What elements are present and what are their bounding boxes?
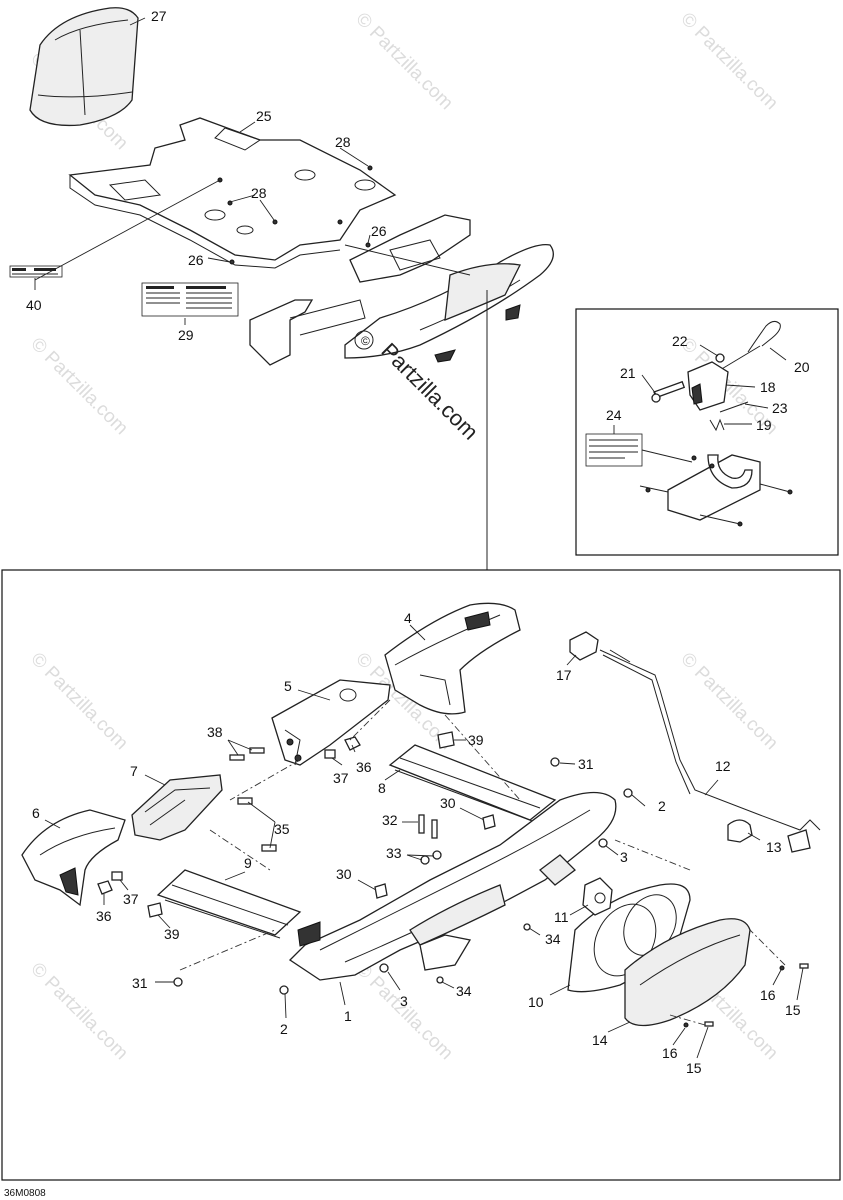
callouts-main: 4 17 5 38 39 7 37 36 31 8 12 2 6 35 32 3… [32,610,801,1076]
callout-2: 2 [658,798,666,814]
callout-31: 31 [132,975,148,991]
watermark: © Partzilla.com [676,9,781,114]
part-17-plug [569,631,599,661]
part-27-storage-bag [29,7,139,127]
callout-13: 13 [766,839,782,855]
watermark: © Partzilla.com [351,959,456,1064]
callouts-inset: 22 20 21 18 23 19 24 [606,333,810,433]
screw-group-top [217,165,373,265]
assembly-lines [179,699,786,1026]
callout-28: 28 [251,185,267,201]
leader-lines-inset [613,344,787,463]
callout-23: 23 [772,400,788,416]
callout-11: 11 [554,909,569,925]
callout-27: 27 [151,8,167,24]
decal-40 [9,265,63,278]
callout-25: 25 [256,108,272,124]
center-watermark-text: Partzilla.com [376,338,483,445]
callout-14: 14 [592,1032,608,1048]
watermark: © Partzilla.com [676,649,781,754]
callout-33: 33 [386,845,402,861]
callout-16: 16 [662,1045,678,1061]
callout-9: 9 [244,855,252,871]
part-12-wire-harness [599,649,821,853]
hardware-main [97,731,809,1028]
callout-36: 36 [96,908,112,924]
callout-39: 39 [468,732,484,748]
callout-37: 37 [123,891,139,907]
callout-28: 28 [335,134,351,150]
callout-26: 26 [371,223,387,239]
callouts-top: 27 25 28 28 26 26 40 29 [26,8,387,343]
callout-5: 5 [284,678,292,694]
callout-1: 1 [344,1008,352,1024]
watermark: © Partzilla.com [26,334,131,439]
part-14-tail-light-lens [624,918,751,1027]
callout-8: 8 [378,780,386,796]
part-4-end-cap [384,602,521,715]
part-11-connector [582,877,613,916]
callout-35: 35 [274,821,290,837]
watermark: © Partzilla.com [351,9,456,114]
callout-40: 40 [26,297,42,313]
callout-30: 30 [336,866,352,882]
inset-hitch-assembly [585,320,793,527]
callout-16: 16 [760,987,776,1003]
decal-29 [141,282,239,317]
callout-6: 6 [32,805,40,821]
callout-26: 26 [188,252,204,268]
watermark: © Partzilla.com [26,959,131,1064]
callout-17: 17 [556,667,572,683]
callout-15: 15 [785,1002,801,1018]
callout-31: 31 [578,756,594,772]
callout-22: 22 [672,333,688,349]
part-13-bulb [727,819,753,843]
callout-37: 37 [333,770,349,786]
callout-21: 21 [620,365,636,381]
inset-box [575,308,839,556]
leader-lines-main [44,624,804,1059]
part-9-rail [156,869,302,939]
callout-10: 10 [528,994,544,1010]
callout-19: 19 [756,417,772,433]
callout-12: 12 [715,758,731,774]
callout-39: 39 [164,926,180,942]
callout-34: 34 [545,931,561,947]
leader-lines-top [34,17,488,570]
diagram-code: 36M0808 [4,1188,46,1199]
callout-36: 36 [356,759,372,775]
callout-3: 3 [400,993,408,1009]
part-25-platform-tray [68,117,397,269]
part-8-rail [388,744,557,823]
part-7-inner-bracket [131,774,223,841]
callout-2: 2 [280,1021,288,1037]
callout-20: 20 [794,359,810,375]
callout-30: 30 [440,795,456,811]
watermark: © Partzilla.com [26,649,131,754]
callout-15: 15 [686,1060,702,1076]
callout-32: 32 [382,812,398,828]
part-6-end-cap-left [21,809,126,907]
svg-text:©: © [361,334,370,348]
callout-4: 4 [404,610,412,626]
callout-38: 38 [207,724,223,740]
callout-29: 29 [178,327,194,343]
upper-rear-bumper [249,214,554,366]
callout-18: 18 [760,379,776,395]
part-5-bracket [271,679,391,766]
callout-34: 34 [456,983,472,999]
main-box [1,569,841,1181]
callout-24: 24 [606,407,622,423]
part-1-rear-bumper [288,791,617,981]
callout-3: 3 [620,849,628,865]
callout-7: 7 [130,763,138,779]
